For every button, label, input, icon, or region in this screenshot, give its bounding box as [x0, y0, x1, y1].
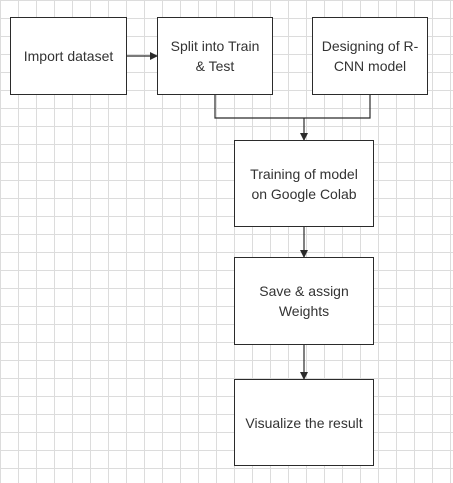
node-save-weights-label: Save & assign Weights	[259, 283, 349, 319]
node-training-model-label: Training of model on Google Colab	[250, 165, 358, 202]
node-designing-rcnn: Designing of R-CNN model	[312, 17, 428, 95]
node-designing-rcnn-label: Designing of R-CNN model	[321, 38, 419, 74]
node-import-dataset: Import dataset	[10, 17, 127, 95]
node-import-dataset-label: Import dataset	[23, 48, 114, 64]
node-visualize-result-label: Visualize the result	[245, 414, 363, 431]
node-training-model: Training of model on Google Colab	[234, 140, 374, 227]
node-save-weights: Save & assign Weights	[234, 257, 374, 345]
node-split-train-test-label: Split into Train & Test	[170, 38, 260, 74]
node-visualize-result: Visualize the result	[234, 379, 374, 466]
edge-split-down	[214, 95, 304, 119]
edge-design-down	[304, 95, 371, 119]
node-split-train-test: Split into Train & Test	[157, 17, 273, 95]
